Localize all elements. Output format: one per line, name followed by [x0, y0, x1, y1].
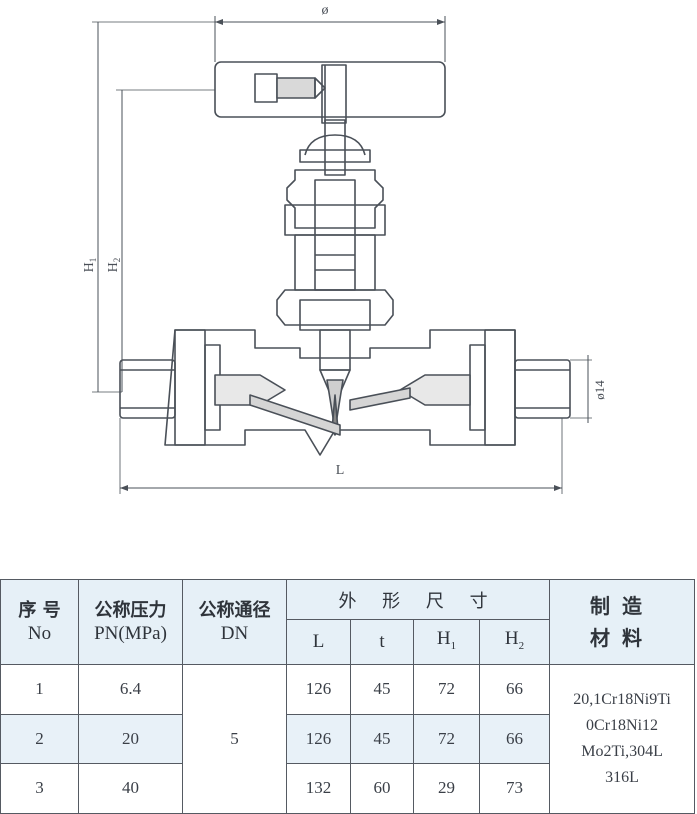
row1-t: 45 — [350, 663, 414, 716]
row3-pn: 40 — [78, 762, 183, 814]
header-material-line1: 制造 — [590, 593, 655, 618]
row3-L: 132 — [286, 762, 351, 814]
row2-L: 126 — [286, 714, 351, 764]
row3-no: 3 — [0, 762, 79, 814]
header-pn-en: PN(MPa) — [94, 622, 167, 644]
h1-label: H — [82, 262, 97, 272]
h1-label-sub: 1 — [88, 258, 98, 263]
row1-L: 126 — [286, 663, 351, 716]
row3-H1: 29 — [413, 762, 480, 814]
row1-no: 1 — [0, 663, 79, 716]
h2-label-sub: 2 — [112, 258, 122, 263]
row1-pn: 6.4 — [78, 663, 183, 716]
svg-text:H1: H1 — [82, 258, 98, 273]
svg-text:H2: H2 — [106, 258, 122, 273]
valve-drawing: ø H1 H2 L ø14 — [82, 3, 607, 494]
material-line4: 316L — [605, 768, 639, 786]
header-material-line2: 材料 — [590, 625, 655, 650]
row2-no: 2 — [0, 714, 79, 764]
header-col-H1-main: H — [436, 627, 451, 649]
header-no-cn: 序 号 — [18, 599, 61, 621]
header-dn-cn: 公称通径 — [198, 599, 271, 621]
spec-table: 序 号 No 公称压力 PN(MPa) 公称通径 DN 外 形 尺 寸 制造 材… — [0, 578, 696, 814]
header-col-L: L — [286, 619, 351, 665]
header-material: 制造 材料 — [549, 579, 696, 665]
material-cell: 20,1Cr18Ni9Ti 0Cr18Ni12 Mo2Ti,304L 316L — [549, 663, 696, 814]
dn-value: 5 — [182, 663, 287, 814]
left-nut — [174, 329, 206, 446]
row2-t: 45 — [350, 714, 414, 764]
row2-H2: 66 — [478, 714, 551, 764]
row3-t: 60 — [350, 762, 414, 814]
right-nut — [484, 329, 516, 446]
h2-label: H — [106, 262, 121, 272]
table-row: 1 6.4 5 126 45 72 66 20,1Cr18Ni9Ti 0Cr18… — [0, 663, 696, 814]
port-diameter-label: ø14 — [592, 380, 607, 400]
row1-H1: 72 — [413, 663, 480, 716]
handle-bar — [214, 61, 446, 118]
material-line1: 20,1Cr18Ni9Ti — [573, 690, 671, 708]
header-pn: 公称压力 PN(MPa) — [78, 579, 183, 665]
row3-H2: 73 — [478, 762, 551, 814]
header-dimensions: 外 形 尺 寸 — [285, 578, 551, 621]
header-dn: 公称通径 DN — [182, 579, 287, 665]
header-col-H2-sub: 2 — [518, 639, 525, 652]
length-label: L — [336, 463, 345, 478]
header-col-H2: H2 — [478, 619, 551, 665]
material-line2: 0Cr18Ni12 — [586, 716, 659, 734]
header-col-H1-sub: 1 — [450, 639, 457, 652]
header-col-H2-main: H — [504, 627, 519, 649]
header-dn-en: DN — [220, 622, 249, 644]
header-no-en: No — [27, 622, 52, 644]
row2-pn: 20 — [78, 714, 183, 764]
table-row: 3 40 132 60 29 73 — [0, 762, 695, 814]
header-no: 序 号 No — [0, 579, 79, 665]
row2-H1: 72 — [413, 714, 480, 764]
diameter-label: ø — [322, 3, 329, 18]
header-col-t: t — [350, 619, 414, 665]
material-line3: Mo2Ti,304L — [581, 742, 663, 760]
header-pn-cn: 公称压力 — [94, 599, 167, 621]
header-col-H1: H1 — [413, 619, 480, 665]
row1-H2: 66 — [478, 663, 551, 716]
